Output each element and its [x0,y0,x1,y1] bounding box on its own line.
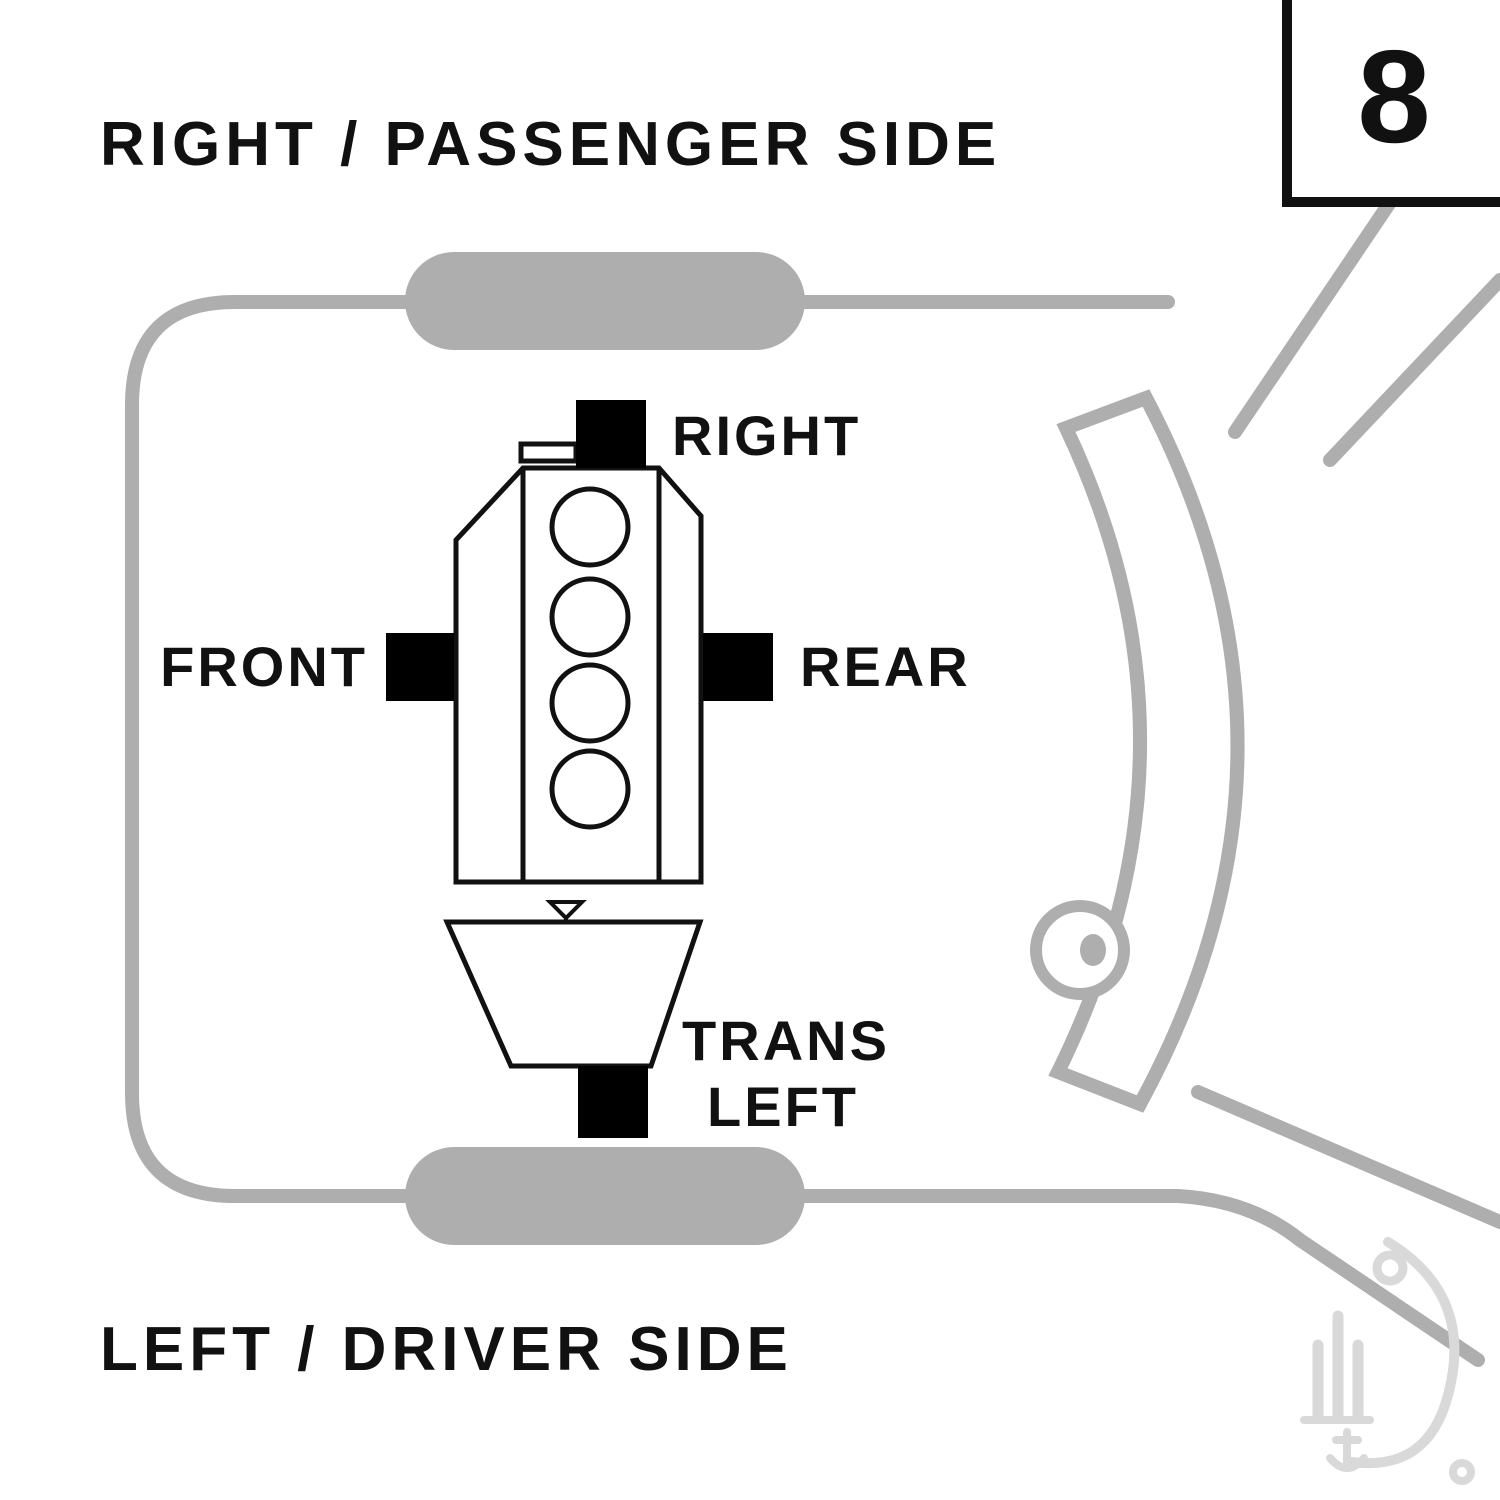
page-number-box [1282,0,1500,207]
passenger-side-tire [405,252,805,350]
cylinder-1 [549,486,631,568]
watermark-anchor [1326,1428,1368,1472]
heading-left-driver-side: LEFT / DRIVER SIDE [100,1315,793,1384]
trans-mount-label-line2: LEFT [707,1075,859,1138]
front-mount-label: FRONT [160,635,368,698]
engine-group [443,441,704,1069]
trans-mount-label-line1: TRANS [682,1009,890,1072]
lower-body-line [1171,1189,1485,1367]
cylinder-4 [549,748,631,830]
car-body-outline [125,295,1185,1203]
front-mount-marker [386,633,454,701]
rear-mount-marker [703,633,773,701]
transmission-housing [443,919,704,1069]
trans-mount-marker [578,1066,648,1138]
cylinder-3 [549,662,631,744]
driver-side-tire [405,1147,805,1245]
cylinder-2 [549,576,631,658]
watermark-dot-top [1372,1250,1408,1286]
car-fill-group [405,252,1106,1245]
watermark-dot-bottom [1449,1459,1475,1485]
mount-bracket [518,441,579,464]
right-mount-marker [576,400,646,468]
right-mount-label: RIGHT [672,404,861,467]
page-number: 8 [1357,23,1430,170]
windshield-outline [1048,389,1245,1113]
trans-funnel-icon [545,900,587,922]
brand-watermark-icon [1300,1237,1475,1485]
a-pillar-line-2 [1323,273,1500,467]
rear-mount-label: REAR [800,635,971,698]
fuel-cap-dot [1080,934,1106,966]
heading-right-passenger-side: RIGHT / PASSENGER SIDE [100,110,1001,179]
body-crease-line [1191,1085,1500,1229]
watermark-bars [1312,1310,1364,1421]
car-body-outline-group [125,65,1500,1367]
watermark-swoosh [1347,1237,1460,1469]
mount-markers-group [386,400,773,1138]
